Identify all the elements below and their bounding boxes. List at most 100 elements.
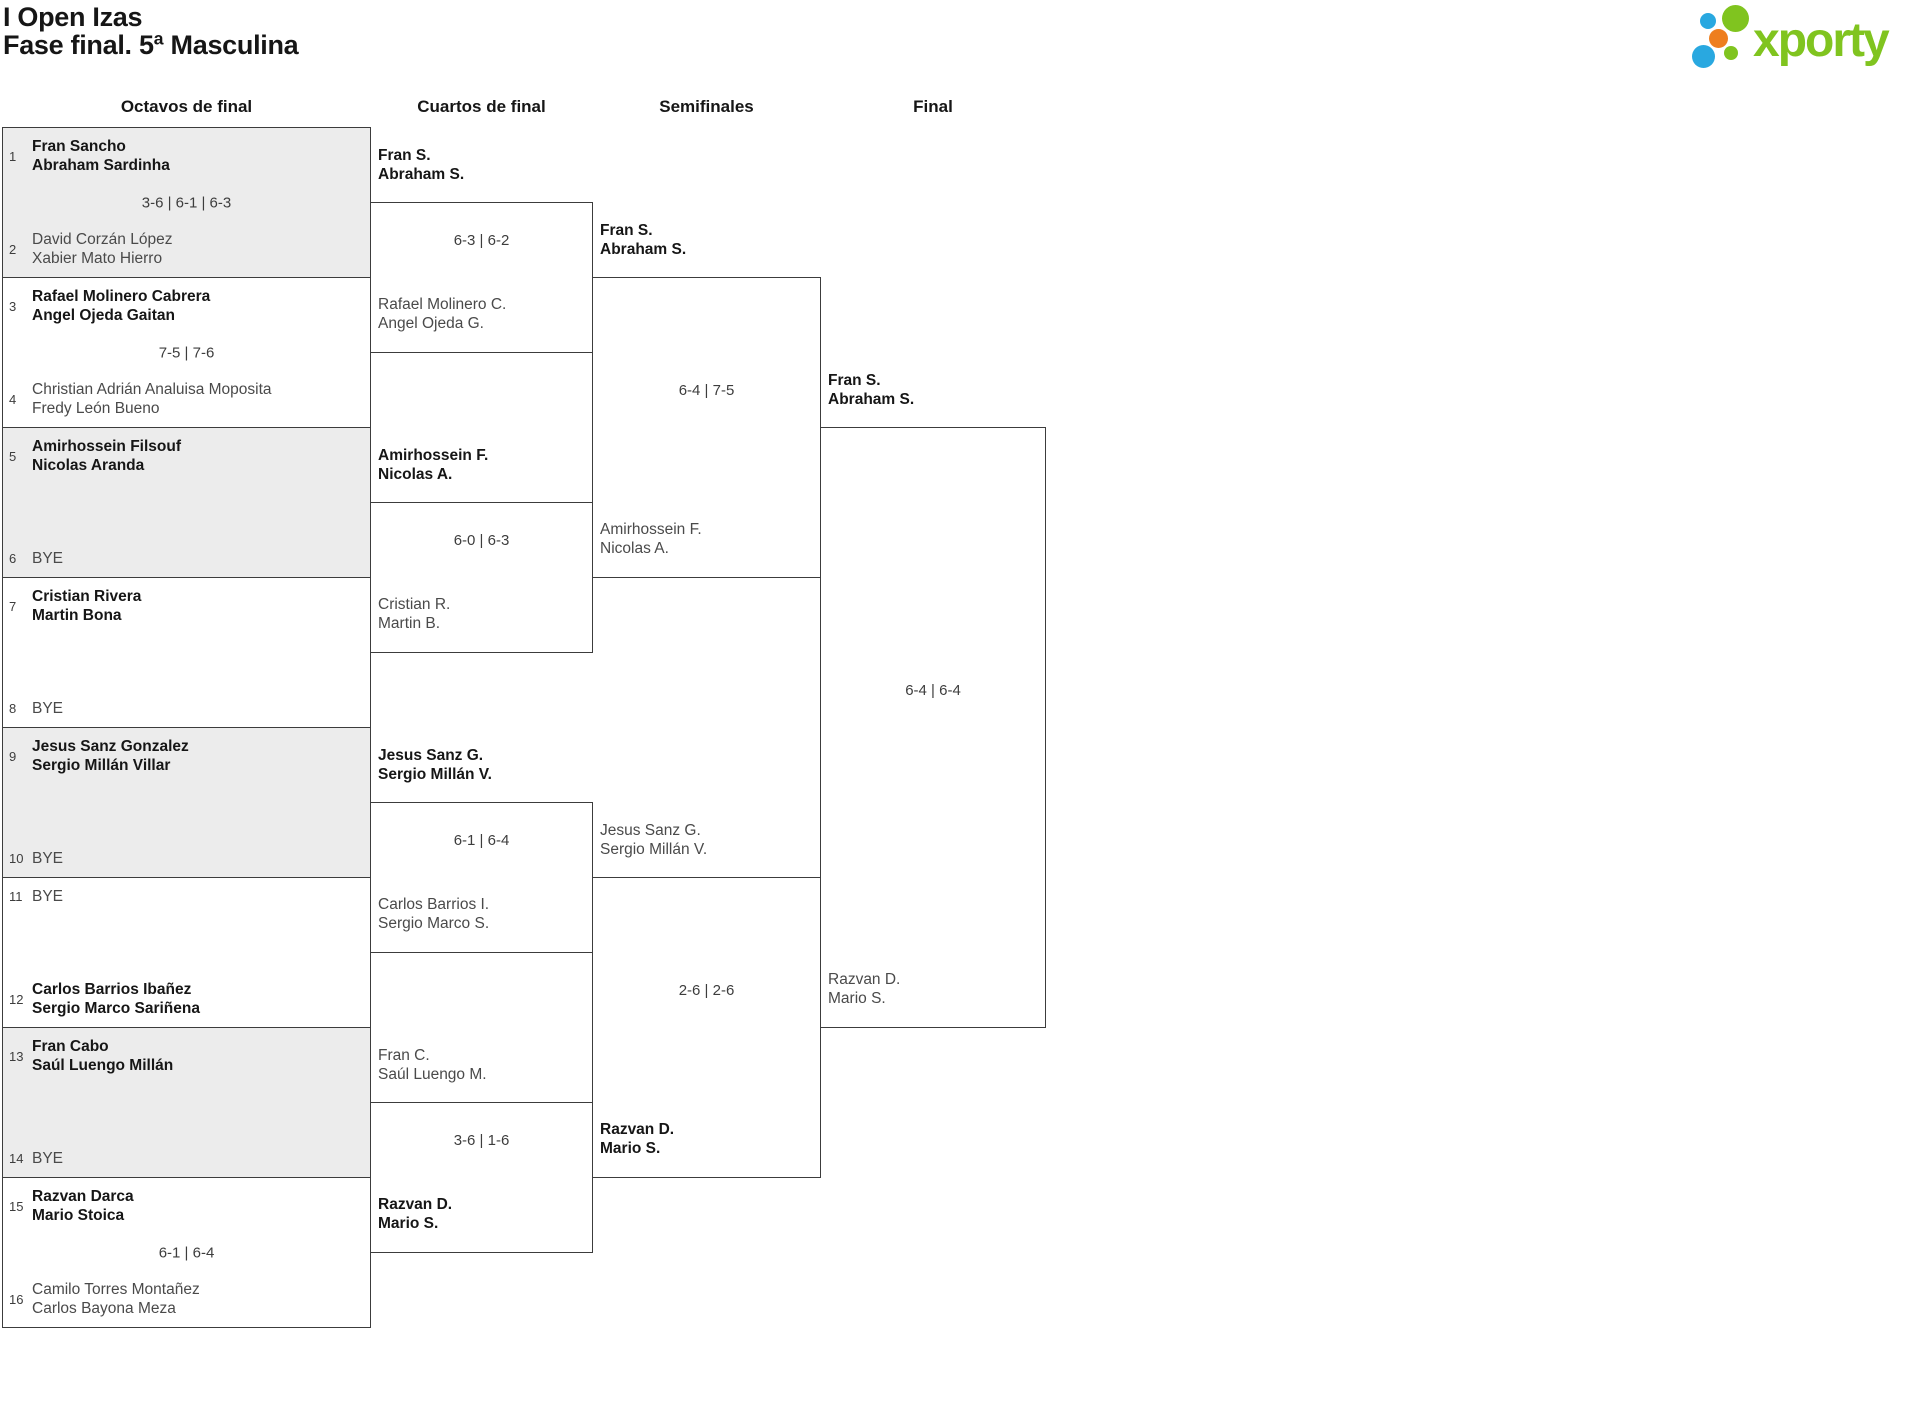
final-match[interactable]: Fran S. Abraham S. 6-4 | 6-4 Razvan D. M…	[820, 372, 1046, 1028]
logo-dot-icon	[1709, 29, 1728, 48]
team-names: Cristian Rivera Martin Bona	[32, 587, 141, 625]
octavos-match-3[interactable]: 5 Amirhossein Filsouf Nicolas Aranda 6 B…	[2, 427, 371, 578]
match-score: 6-4 | 6-4	[905, 681, 961, 699]
semifinal-match-2[interactable]: Jesus Sanz G. Sergio Millán V. 2-6 | 2-6…	[592, 822, 821, 1178]
player-name: Razvan D.	[378, 1196, 453, 1213]
match-score: 3-6 | 1-6	[453, 1131, 510, 1149]
seed-number: 2	[9, 241, 17, 257]
team-names: David Corzán López Xabier Mato Hierro	[32, 230, 172, 268]
team-names: Carlos Barrios I. Sergio Marco S.	[378, 895, 489, 933]
team-names: BYE	[32, 887, 63, 906]
match-entry: 2 David Corzán López Xabier Mato Hierro	[9, 230, 366, 268]
player-name: Razvan Darca	[32, 1188, 134, 1205]
player-name: Abraham S.	[600, 241, 687, 258]
team-names: Amirhossein F. Nicolas A.	[378, 446, 488, 484]
player-name: Abraham S.	[378, 166, 465, 183]
match-score: 6-1 | 6-4	[158, 1244, 215, 1261]
player-name: Amirhossein Filsouf	[32, 438, 181, 455]
team-names: Fran Cabo Saúl Luengo Millán	[32, 1037, 173, 1075]
player-name: Angel Ojeda Gaitan	[32, 307, 175, 324]
player-name: BYE	[32, 550, 64, 567]
player-name: Carlos Barrios I.	[378, 896, 490, 913]
team-names: Fran S. Abraham S.	[378, 146, 464, 184]
team-names: Fran Sancho Abraham Sardinha	[32, 137, 170, 175]
team-names: BYE	[32, 1149, 63, 1168]
player-name: Fran S.	[828, 372, 881, 389]
player-name: Martin Bona	[32, 607, 122, 624]
cuartos-match-1[interactable]: Fran S. Abraham S. 6-3 | 6-2 Rafael Moli…	[370, 147, 593, 353]
player-name: Sergio Marco S.	[378, 915, 490, 932]
player-name: Mario S.	[828, 990, 886, 1007]
cuartos-match-4[interactable]: Fran C. Saúl Luengo M. 3-6 | 1-6 Razvan …	[370, 1047, 593, 1253]
match-entry: 1 Fran Sancho Abraham Sardinha	[9, 137, 366, 175]
team-names: Razvan D. Mario S.	[828, 970, 900, 1008]
seed-number: 13	[9, 1048, 24, 1064]
match-score: 3-6 | 6-1 | 6-3	[141, 194, 232, 211]
team-names: Jesus Sanz Gonzalez Sergio Millán Villar	[32, 737, 189, 775]
octavos-match-7[interactable]: 13 Fran Cabo Saúl Luengo Millán 14 BYE	[2, 1027, 371, 1178]
team-names: Camilo Torres Montañez Carlos Bayona Mez…	[32, 1280, 200, 1318]
octavos-match-1[interactable]: 1 Fran Sancho Abraham Sardinha 3-6 | 6-1…	[2, 127, 371, 278]
page-title: I Open Izas Fase final. 5ª Masculina	[3, 2, 299, 59]
player-name: Saúl Luengo Millán	[32, 1057, 174, 1074]
player-name: Sergio Marco Sariñena	[32, 1000, 200, 1017]
semifinal-match-1[interactable]: Fran S. Abraham S. 6-4 | 7-5 Amirhossein…	[592, 222, 821, 578]
player-name: Nicolas A.	[378, 466, 453, 483]
seed-number: 6	[9, 551, 17, 566]
player-name: Cristian Rivera	[32, 588, 142, 605]
player-name: Cristian R.	[378, 596, 451, 613]
team-names: Fran S. Abraham S.	[600, 221, 686, 259]
team-names: Razvan D. Mario S.	[600, 1120, 674, 1158]
octavos-match-8[interactable]: 15 Razvan Darca Mario Stoica 6-1 | 6-4 1…	[2, 1177, 371, 1328]
match-score: 2-6 | 2-6	[678, 981, 735, 999]
xporty-logo[interactable]: xporty	[1688, 0, 1920, 82]
team-names: Fran S. Abraham S.	[828, 371, 914, 409]
match-entry: 15 Razvan Darca Mario Stoica	[9, 1187, 366, 1225]
team-names: Fran C. Saúl Luengo M.	[378, 1046, 487, 1084]
seed-number: 9	[9, 748, 17, 764]
player-name: Mario S.	[600, 1140, 661, 1157]
octavos-match-5[interactable]: 9 Jesus Sanz Gonzalez Sergio Millán Vill…	[2, 727, 371, 878]
player-name: Mario Stoica	[32, 1207, 125, 1224]
cuartos-match-3[interactable]: Jesus Sanz G. Sergio Millán V. 6-1 | 6-4…	[370, 747, 593, 953]
team-names: BYE	[32, 549, 63, 568]
logo-dot-icon	[1722, 5, 1749, 32]
player-name: BYE	[32, 1150, 64, 1167]
team-names: BYE	[32, 699, 63, 718]
player-name: Christian Adrián Analuisa Moposita	[32, 381, 272, 398]
player-name: Razvan D.	[828, 971, 901, 988]
player-name: Jesus Sanz G.	[378, 747, 484, 764]
player-name: Carlos Barrios Ibañez	[32, 981, 192, 998]
team-names: Rafael Molinero Cabrera Angel Ojeda Gait…	[32, 287, 210, 325]
player-name: Sergio Millán V.	[600, 841, 708, 858]
team-names: Christian Adrián Analuisa Moposita Fredy…	[32, 380, 272, 418]
team-names: Razvan D. Mario S.	[378, 1195, 452, 1233]
octavos-match-4[interactable]: 7 Cristian Rivera Martin Bona 8 BYE	[2, 577, 371, 728]
match-entry: 13 Fran Cabo Saúl Luengo Millán	[9, 1037, 366, 1075]
player-name: Fran Cabo	[32, 1038, 109, 1055]
xporty-wordmark: xporty	[1753, 14, 1890, 67]
player-name: Carlos Bayona Meza	[32, 1300, 176, 1317]
seed-number: 5	[9, 448, 17, 464]
player-name: Saúl Luengo M.	[378, 1066, 487, 1083]
match-entry: 7 Cristian Rivera Martin Bona	[9, 587, 366, 625]
logo-dot-icon	[1692, 45, 1715, 68]
player-name: Fredy León Bueno	[32, 400, 160, 417]
match-entry: 3 Rafael Molinero Cabrera Angel Ojeda Ga…	[9, 287, 366, 325]
seed-number: 11	[9, 889, 23, 904]
player-name: Amirhossein F.	[378, 447, 489, 464]
team-names: Amirhossein F. Nicolas A.	[600, 520, 702, 558]
player-name: Fran Sancho	[32, 138, 126, 155]
player-name: BYE	[32, 850, 64, 867]
seed-number: 16	[9, 1291, 24, 1307]
octavos-match-2[interactable]: 3 Rafael Molinero Cabrera Angel Ojeda Ga…	[2, 277, 371, 428]
player-name: Abraham S.	[828, 391, 915, 408]
tournament-title: I Open Izas	[3, 2, 143, 32]
player-name: Fran S.	[378, 147, 431, 164]
match-score: 6-4 | 7-5	[678, 381, 735, 399]
seed-number: 14	[9, 1151, 24, 1166]
match-score: 6-0 | 6-3	[453, 531, 510, 549]
cuartos-match-2[interactable]: Amirhossein F. Nicolas A. 6-0 | 6-3 Cris…	[370, 447, 593, 653]
team-names: Jesus Sanz G. Sergio Millán V.	[600, 821, 707, 859]
octavos-match-6[interactable]: 11 BYE 12 Carlos Barrios Ibañez Sergio M…	[2, 877, 371, 1028]
